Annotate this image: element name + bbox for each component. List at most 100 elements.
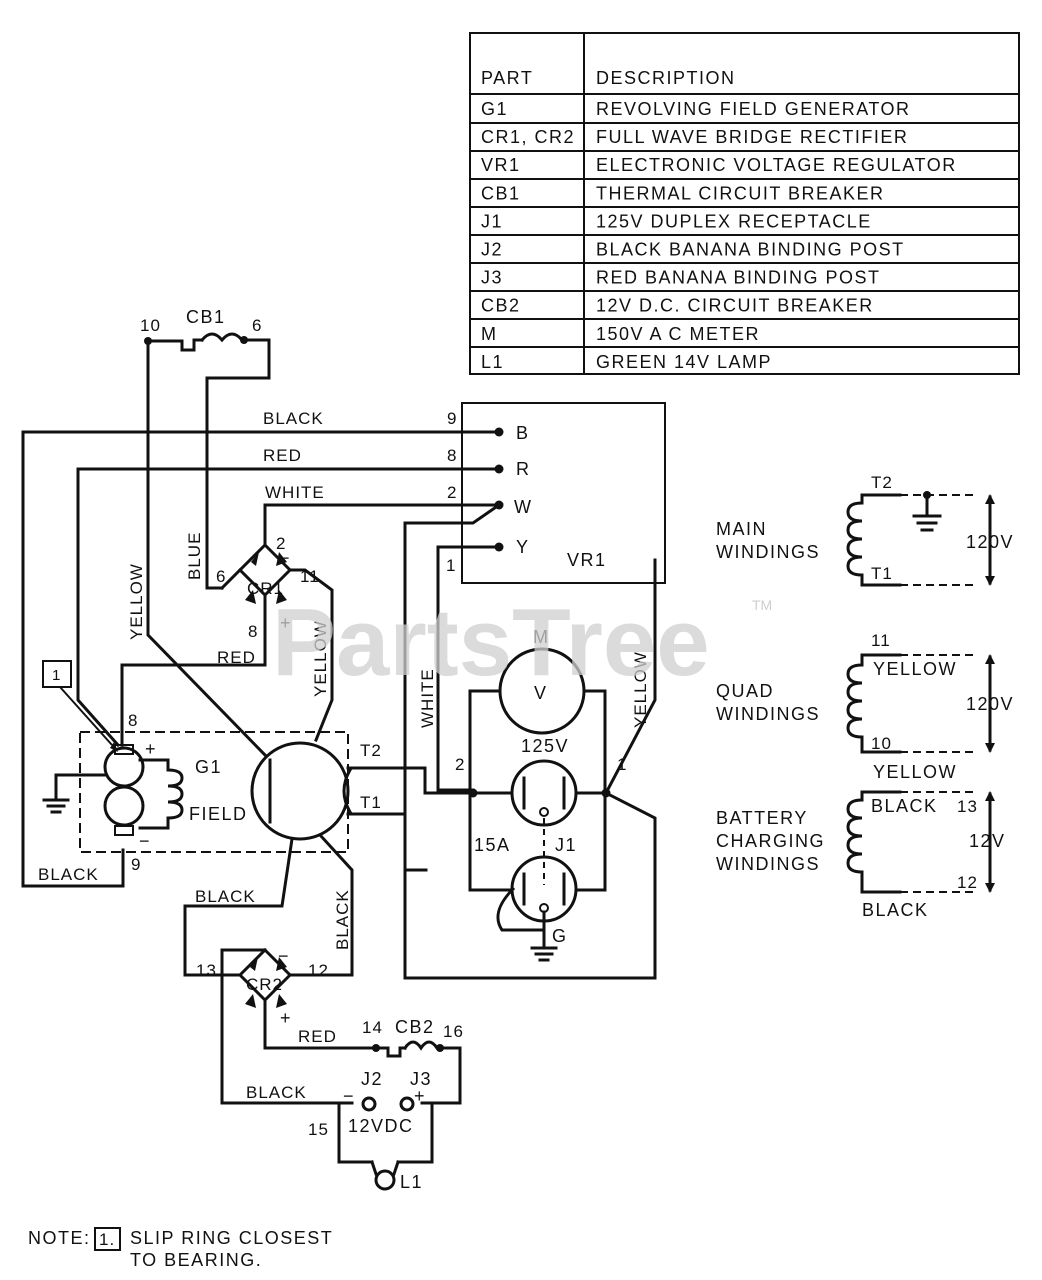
cb2-node-14: 14 [362, 1018, 383, 1037]
receptacle-15a: 15A [474, 835, 511, 855]
battery-windings-label-3: WINDINGS [716, 854, 820, 874]
table-cell-description: 12V D.C. CIRCUIT BREAKER [596, 296, 874, 316]
battery-windings-label-1: BATTERY [716, 808, 808, 828]
vr1-feed-wires: BLACK 9 RED 8 WHITE 2 1 [21, 409, 504, 888]
cr2-node-12: 12 [308, 961, 329, 980]
quad-windings-yellow-bottom: YELLOW [873, 762, 957, 782]
receptacle-125v: 125V [521, 736, 569, 756]
cb2-node-16: 16 [443, 1022, 464, 1041]
cb1-node-10: 10 [140, 316, 161, 335]
cb1-breaker: 10 CB1 6 [140, 307, 271, 758]
table-cell-description: ELECTRONIC VOLTAGE REGULATOR [596, 155, 957, 175]
note-line-2: TO BEARING. [130, 1250, 262, 1270]
vr1-terminal-y: Y [516, 537, 530, 557]
wire-label-black: BLACK [263, 409, 324, 428]
quad-windings: QUAD WINDINGS 11 YELLOW 10 YELLOW 120V [716, 631, 1013, 782]
g1-minus: − [139, 831, 151, 851]
table-cell-part: M [481, 324, 498, 344]
wire-label-yellow-left: YELLOW [127, 563, 146, 640]
cr2-plus: + [280, 1008, 292, 1028]
receptacle-j1: J1 [555, 835, 577, 855]
g1-field-label: FIELD [189, 804, 248, 824]
quad-windings-node-10: 10 [871, 734, 892, 753]
j1-node-2: 2 [455, 755, 465, 774]
table-cell-part: J3 [481, 268, 503, 288]
meter-label-v: V [534, 683, 548, 703]
wire-label-black-g1: BLACK [38, 865, 99, 884]
vr1-terminal-r: R [516, 459, 531, 479]
table-cell-part: J2 [481, 240, 503, 260]
table-cell-description: GREEN 14V LAMP [596, 352, 772, 372]
battery-windings-node-12: 12 [957, 873, 978, 892]
table-header-part: PART [481, 68, 533, 88]
stator-t1: T1 [360, 793, 382, 812]
meter-label-m: M [533, 627, 550, 647]
battery-windings-black-top: BLACK [871, 796, 938, 816]
wire-label-white-j1: WHITE [418, 668, 437, 728]
wire-label-black-j2: BLACK [246, 1083, 307, 1102]
table-cell-description: THERMAL CIRCUIT BREAKER [596, 183, 885, 203]
main-windings-120v: 120V [966, 532, 1014, 552]
cb1-node-6: 6 [252, 316, 262, 335]
binding-post-j2: J2 [361, 1069, 383, 1089]
wire-node-1: 1 [446, 556, 456, 575]
wire-label-yellow-j1: YELLOW [631, 651, 650, 728]
vr1-terminal-w: W [514, 497, 533, 517]
quad-windings-label-1: QUAD [716, 681, 774, 701]
main-windings-t1: T1 [871, 564, 893, 583]
vr1-label: VR1 [567, 550, 607, 570]
table-cell-description: FULL WAVE BRIDGE RECTIFIER [596, 127, 908, 147]
binding-post-j3-plus: + [414, 1086, 426, 1106]
cr1-node-8: 8 [248, 622, 258, 641]
table-header-description: DESCRIPTION [596, 68, 736, 88]
cr1-node-11: 11 [300, 567, 320, 586]
wire-label-red: RED [263, 446, 302, 465]
cr1-minus: − [279, 548, 291, 568]
note-line-1: SLIP RING CLOSEST [130, 1228, 333, 1248]
battery-windings-12v: 12V [969, 831, 1006, 851]
meter-and-receptacle: M V 2 1 125V 15A J1 G WHITE YELLOW [418, 558, 657, 962]
watermark-tm: TM [752, 597, 772, 613]
table-cell-description: 125V DUPLEX RECEPTACLE [596, 211, 872, 231]
cr1-node-2: 2 [276, 534, 286, 553]
g1-label: G1 [195, 757, 222, 777]
cr2-label: CR2 [246, 975, 283, 994]
battery-charging-windings: BATTERY CHARGING WINDINGS BLACK 13 12 BL… [716, 790, 1006, 920]
stator-t2: T2 [360, 741, 382, 760]
g1-node-8: 8 [128, 711, 138, 730]
cr1-node-6: 6 [216, 567, 226, 586]
battery-windings-label-2: CHARGING [716, 831, 825, 851]
note-box: 1. [99, 1230, 115, 1249]
cr2-dc-circuit: CR2 − + 13 12 BLACK BLACK RED 14 CB2 16 … [195, 887, 464, 1192]
vr1-terminal-b: B [516, 423, 530, 443]
table-cell-part: VR1 [481, 155, 521, 175]
quad-windings-label-2: WINDINGS [716, 704, 820, 724]
table-cell-description: REVOLVING FIELD GENERATOR [596, 99, 911, 119]
wire-node-8: 8 [447, 446, 457, 465]
battery-windings-black-bottom: BLACK [862, 900, 929, 920]
g1-node-9: 9 [131, 855, 141, 874]
table-cell-part: J1 [481, 211, 503, 231]
wire-node-2: 2 [447, 483, 457, 502]
binding-post-12vdc: 12VDC [348, 1116, 414, 1136]
wire-label-blue: BLUE [185, 532, 204, 580]
j1-node-1: 1 [617, 755, 627, 774]
cr1-plus: + [280, 613, 292, 633]
watermark-text: PartsTree [272, 589, 710, 696]
wire-label-red-cb2: RED [298, 1027, 337, 1046]
vr1-regulator: B R W Y VR1 [461, 402, 666, 584]
wire-label-black-cr2-right: BLACK [333, 889, 352, 950]
cb2-label: CB2 [395, 1017, 435, 1037]
wire-label-red-cr1: RED [217, 648, 256, 667]
wire-label-black-cr2: BLACK [195, 887, 256, 906]
binding-post-j2-minus: − [343, 1086, 355, 1106]
cr1-bridge: CR1 2 − 6 11 8 + RED BLUE YELLOW YELLOW [120, 532, 334, 747]
lamp-l1: L1 [400, 1172, 423, 1192]
cb1-label: CB1 [186, 307, 226, 327]
wire-label-white: WHITE [265, 483, 325, 502]
g1-plus: + [145, 739, 157, 759]
receptacle-ground-g: G [552, 926, 568, 946]
binding-post-j3: J3 [410, 1069, 432, 1089]
